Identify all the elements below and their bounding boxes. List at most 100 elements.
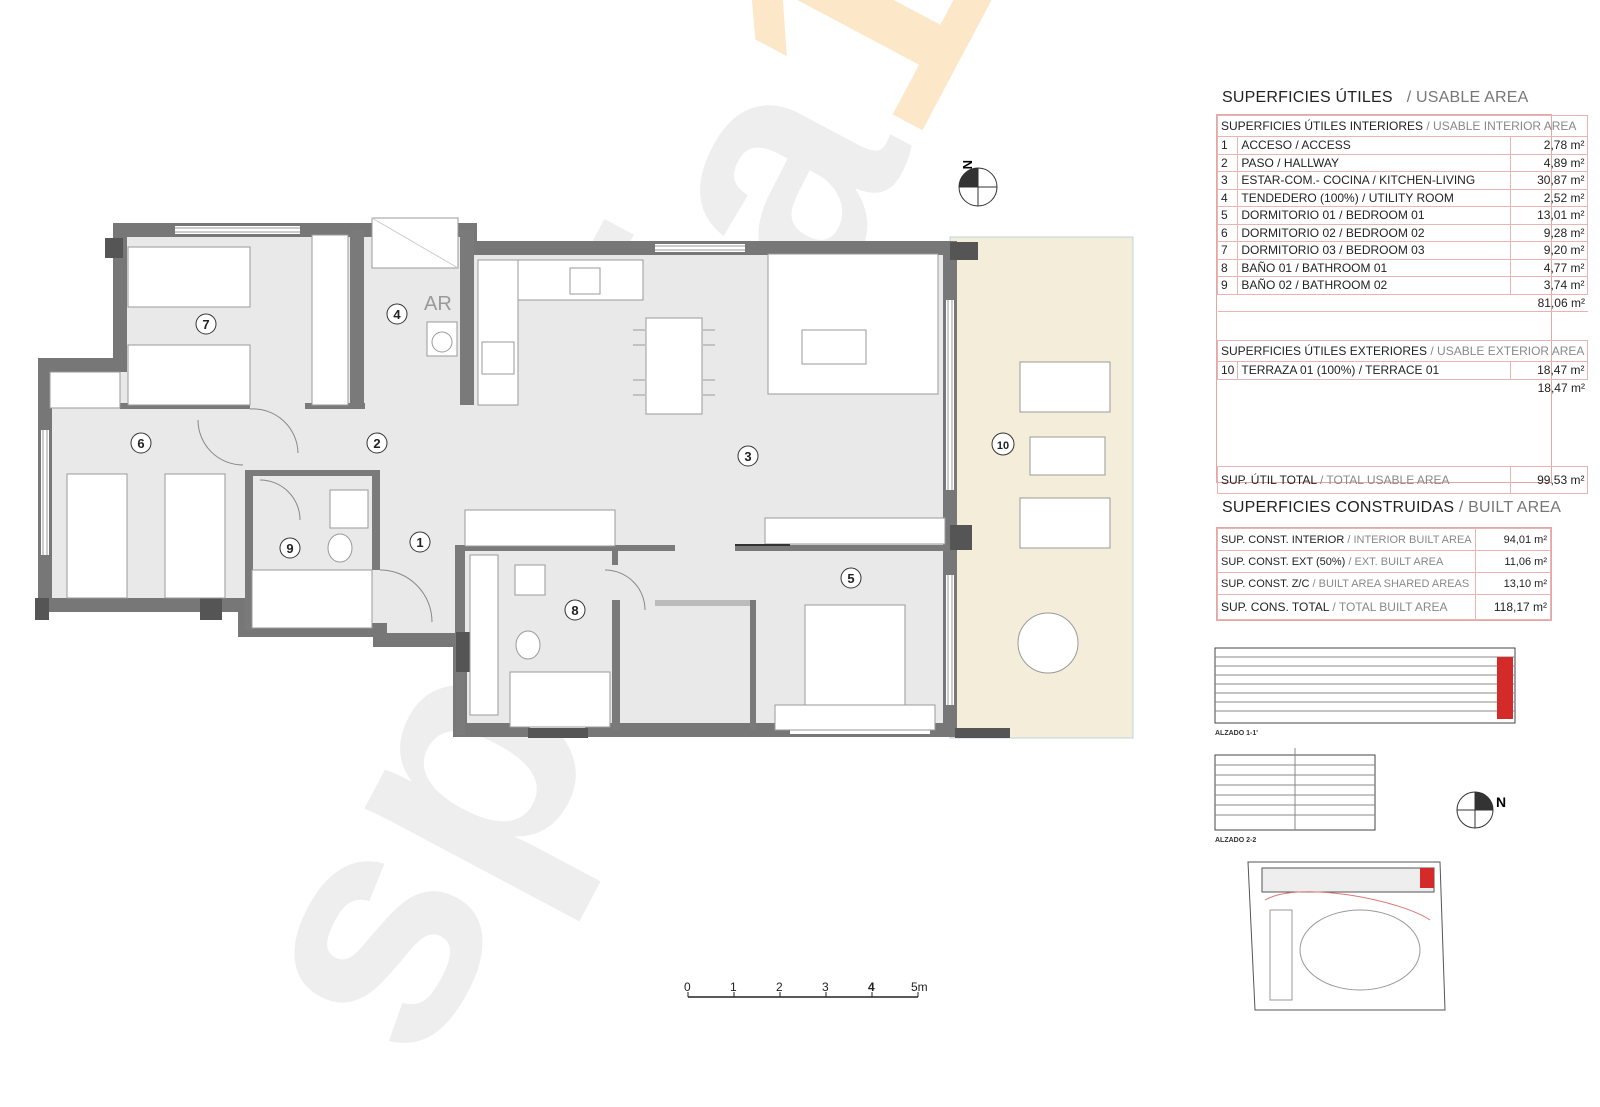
room-area: 4,89 m² <box>1510 153 1589 172</box>
built-title-es: SUPERFICIES CONSTRUIDAS <box>1222 499 1455 516</box>
window-frames <box>42 227 953 705</box>
sofa <box>767 253 939 395</box>
room-number: 1 <box>1216 136 1239 155</box>
usable-area-table: SUPERFICIES ÚTILES INTERIORES / USABLE I… <box>1216 114 1589 494</box>
room-name: TENDEDERO (100%) / UTILITY ROOM <box>1237 188 1512 207</box>
room-marker-10: 10 <box>991 432 1015 456</box>
total-usable-label: SUP. ÚTIL TOTAL <box>1221 473 1317 487</box>
room-area: 9,20 m² <box>1510 241 1589 260</box>
washbasin-8 <box>514 564 546 596</box>
kitchen-counter <box>477 259 519 406</box>
room-name: PASO / HALLWAY <box>1237 153 1512 172</box>
svg-text:2: 2 <box>776 980 783 994</box>
elevation-1-1 <box>1214 647 1516 724</box>
interior-subtotal: 81,06 m² <box>1537 295 1585 310</box>
bed-7b <box>127 344 251 406</box>
room-area: 2,78 m² <box>1510 136 1589 155</box>
room-marker-1: 1 <box>409 531 431 553</box>
room-name: TERRAZA 01 (100%) / TERRACE 01 <box>1237 361 1512 380</box>
exterior-header: SUPERFICIES ÚTILES EXTERIORES <box>1221 344 1428 358</box>
room-name: ESTAR-COM.- COCINA / KITCHEN-LIVING <box>1237 171 1512 190</box>
room-number: 5 <box>1216 206 1239 225</box>
interior-header: SUPERFICIES ÚTILES INTERIORES <box>1221 119 1424 133</box>
svg-text:4: 4 <box>393 307 401 322</box>
built-label: SUP. CONS. TOTAL <box>1221 600 1330 614</box>
room-area: 3,74 m² <box>1510 276 1589 295</box>
room-area: 30,87 m² <box>1510 171 1589 190</box>
room-number: 6 <box>1216 223 1239 242</box>
door-swings <box>197 408 790 623</box>
built-area-table: SUP. CONST. INTERIOR / INTERIOR BUILT AR… <box>1216 527 1552 621</box>
svg-text:6: 6 <box>137 436 144 451</box>
bed-7a <box>127 246 251 308</box>
sink <box>569 267 601 295</box>
svg-text:5m: 5m <box>911 980 928 994</box>
room-number: 10 <box>1216 361 1239 380</box>
shower-8 <box>509 671 611 728</box>
total-usable-label-en: / TOTAL USABLE AREA <box>1319 473 1450 487</box>
floor-plan: AR 1 2 3 4 5 6 7 8 9 10 N 0 1 2 3 4 5m <box>35 160 1516 1011</box>
room-area: 2,52 m² <box>1510 188 1589 207</box>
utility-washer <box>426 321 458 357</box>
room-area: 13,01 m² <box>1510 206 1589 225</box>
room-marker-7: 7 <box>195 313 217 335</box>
counter-8 <box>464 509 616 547</box>
svg-text:0: 0 <box>684 980 691 994</box>
usable-title-en: / USABLE AREA <box>1406 89 1529 106</box>
room-marker-5: 5 <box>840 567 862 589</box>
toilet-9 <box>327 533 353 563</box>
north-arrow-icon: N <box>958 160 998 207</box>
svg-text:8: 8 <box>571 603 578 618</box>
svg-text:9: 9 <box>286 541 293 556</box>
site-plan <box>1247 861 1446 1011</box>
total-usable-value: 99,53 m² <box>1510 466 1589 494</box>
built-title-en: / BUILT AREA <box>1458 499 1562 516</box>
dining-chairs <box>371 217 715 396</box>
room-name: DORMITORIO 01 / BEDROOM 01 <box>1237 206 1512 225</box>
washbasin-9 <box>329 489 369 529</box>
svg-text:10: 10 <box>997 440 1009 452</box>
room-name: ACCESO / ACCESS <box>1237 136 1512 155</box>
room-name: DORMITORIO 03 / BEDROOM 03 <box>1237 241 1512 260</box>
built-label-en: / TOTAL BUILT AREA <box>1332 600 1448 614</box>
wardrobe-7 <box>311 234 349 406</box>
elevation-2-caption: ALZADO 2-2 <box>1215 837 1257 844</box>
svg-text:N: N <box>960 160 975 169</box>
interior-header-en: / USABLE INTERIOR AREA <box>1426 119 1577 133</box>
built-row: SUP. CONST. Z/C / BUILT AREA SHARED AREA… <box>1217 572 1552 595</box>
lounger-3 <box>1019 497 1111 549</box>
lounger-2 <box>1029 436 1106 476</box>
room-markers: 1 2 3 4 5 6 7 8 9 10 <box>130 303 1015 621</box>
lounger-1 <box>1019 361 1111 413</box>
built-area: 11,06 m² <box>1474 550 1552 573</box>
room-number: 9 <box>1216 276 1239 295</box>
room-name: BAÑO 02 / BATHROOM 02 <box>1237 276 1512 295</box>
exterior-header-en: / USABLE EXTERIOR AREA <box>1430 344 1585 358</box>
room-name: BAÑO 01 / BATHROOM 01 <box>1237 258 1512 277</box>
svg-text:1: 1 <box>416 535 423 550</box>
built-area: 94,01 m² <box>1474 528 1552 551</box>
toilet-8 <box>515 630 541 660</box>
svg-text:2: 2 <box>373 436 380 451</box>
bed-6a <box>66 473 128 599</box>
built-label: SUP. CONST. Z/C <box>1221 577 1310 590</box>
corridor-wardrobe <box>469 554 499 716</box>
north-arrow-icon-2: N <box>1456 791 1506 829</box>
bed-6b <box>164 473 226 599</box>
built-row: SUP. CONST. INTERIOR / INTERIOR BUILT AR… <box>1217 528 1552 551</box>
coffee-table <box>801 329 867 365</box>
room-area: 9,28 m² <box>1510 223 1589 242</box>
terrace-table <box>1017 612 1079 674</box>
built-label-en: / INTERIOR BUILT AREA <box>1347 533 1472 546</box>
room-number: 7 <box>1216 241 1239 260</box>
svg-text:3: 3 <box>822 980 829 994</box>
